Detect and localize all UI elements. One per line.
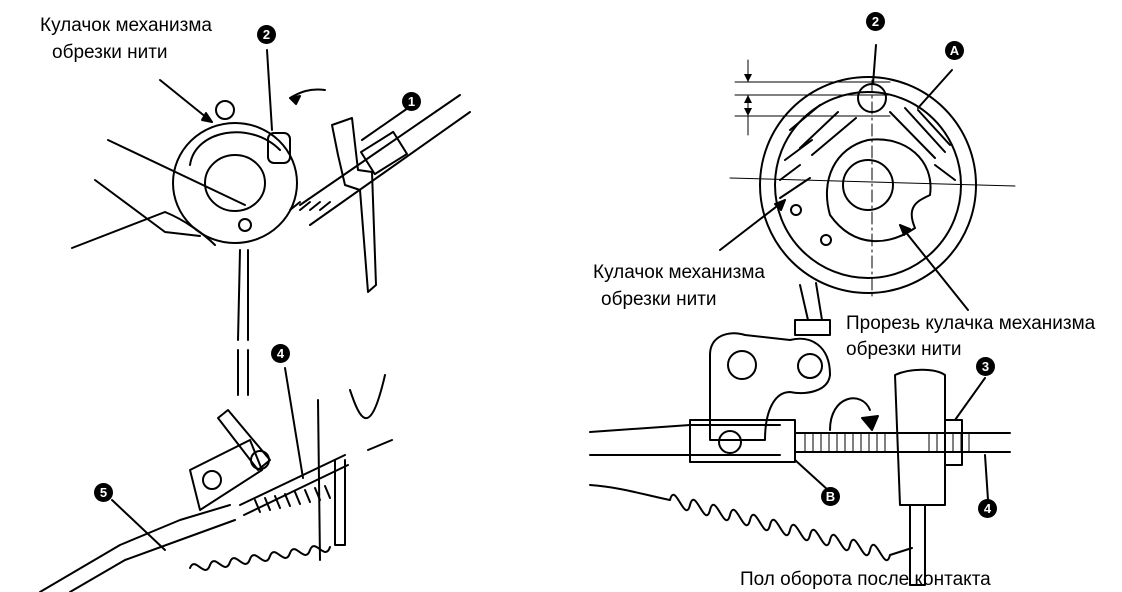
left-cam-rim <box>190 132 280 165</box>
lock-nut-3 <box>945 420 962 465</box>
marker-3: 3 <box>976 357 995 376</box>
clearance-dimension <box>735 60 890 135</box>
hatched-area <box>780 105 955 198</box>
spring-rod-left <box>240 455 348 515</box>
vertical-screw-right <box>910 505 925 585</box>
return-lever <box>40 505 235 592</box>
right-lower-mechanism <box>590 283 1010 585</box>
marker-5: 5 <box>94 483 113 502</box>
marker-A: A <box>945 41 964 60</box>
left-cam-body <box>173 123 297 243</box>
marker-1: 1 <box>402 92 421 111</box>
lower-pivot-nut <box>251 451 269 469</box>
connecting-rod <box>238 250 248 395</box>
marker-4-right: 4 <box>978 499 997 518</box>
leader-B <box>795 460 828 490</box>
vertical-screw <box>335 460 345 545</box>
shaft-clamp-right <box>690 420 795 462</box>
leader-4-left <box>285 368 303 478</box>
machine-arm-outline <box>72 140 245 248</box>
stop-screw <box>368 440 392 450</box>
threaded-rod-right <box>795 433 1010 452</box>
left-cam-screw-2 <box>239 219 251 231</box>
leader-cam-left <box>160 80 212 122</box>
trimmer-shaft <box>300 95 470 225</box>
cam-label-left-line2: обрезки нити <box>52 42 168 63</box>
right-cam-outer <box>760 77 976 293</box>
cam-hole-1 <box>791 205 801 215</box>
right-cam-detail <box>730 60 1015 300</box>
crank-bolt <box>728 351 756 379</box>
leader-5 <box>112 500 165 550</box>
leader-4-right <box>985 455 988 500</box>
marker-2-left: 2 <box>257 25 276 44</box>
leader-cam-right <box>720 200 785 250</box>
cam-label-left-line1: Кулачок механизма <box>40 15 212 36</box>
cam-slot-profile <box>827 139 931 241</box>
roller <box>268 133 290 163</box>
centerline-horizontal <box>730 178 1015 186</box>
marker-2-right: 2 <box>866 12 885 31</box>
spring-rod-thread <box>255 486 330 512</box>
lower-link <box>218 410 270 470</box>
leader-2-left <box>267 50 272 130</box>
half-turn-label: Пол оборота после контакта <box>740 569 991 590</box>
leader-3 <box>955 378 985 420</box>
coil-spring-left <box>190 546 330 570</box>
cam-hole-2 <box>821 235 831 245</box>
leader-A <box>918 70 952 108</box>
crank-plate <box>710 333 830 440</box>
frame-post <box>318 375 385 560</box>
leader-slot <box>900 225 968 310</box>
vertical-block <box>895 370 945 505</box>
shaft-collar <box>361 132 407 174</box>
clamp-nut-right <box>719 431 741 453</box>
slot-label-line1: Прорезь кулачка механизма <box>846 313 1096 334</box>
leader-1 <box>362 108 408 140</box>
half-turn-arrow <box>830 398 870 430</box>
marker-4-left: 4 <box>271 344 290 363</box>
cam-label-right-line2: обрезки нити <box>601 289 717 310</box>
trim-lever <box>332 118 376 292</box>
lower-bracket <box>190 440 262 510</box>
leader-2-right <box>873 45 876 84</box>
coil-spring-right <box>590 485 912 560</box>
right-cam-inner-rim <box>775 92 961 278</box>
right-cam-hub <box>843 160 893 210</box>
slot-label-line2: обрезки нити <box>846 339 962 360</box>
rod-nut-right <box>795 320 830 335</box>
shaft-thread <box>290 202 330 210</box>
left-mechanism-drawing <box>40 89 470 592</box>
cam-label-right-line1: Кулачок механизма <box>593 262 765 283</box>
left-cam-hub <box>205 155 265 211</box>
crank-nut <box>798 354 822 378</box>
left-cam-screw <box>216 101 234 119</box>
upper-rod-right <box>800 283 822 320</box>
marker-B: B <box>821 487 840 506</box>
lower-pivot-nut-2 <box>203 471 221 489</box>
